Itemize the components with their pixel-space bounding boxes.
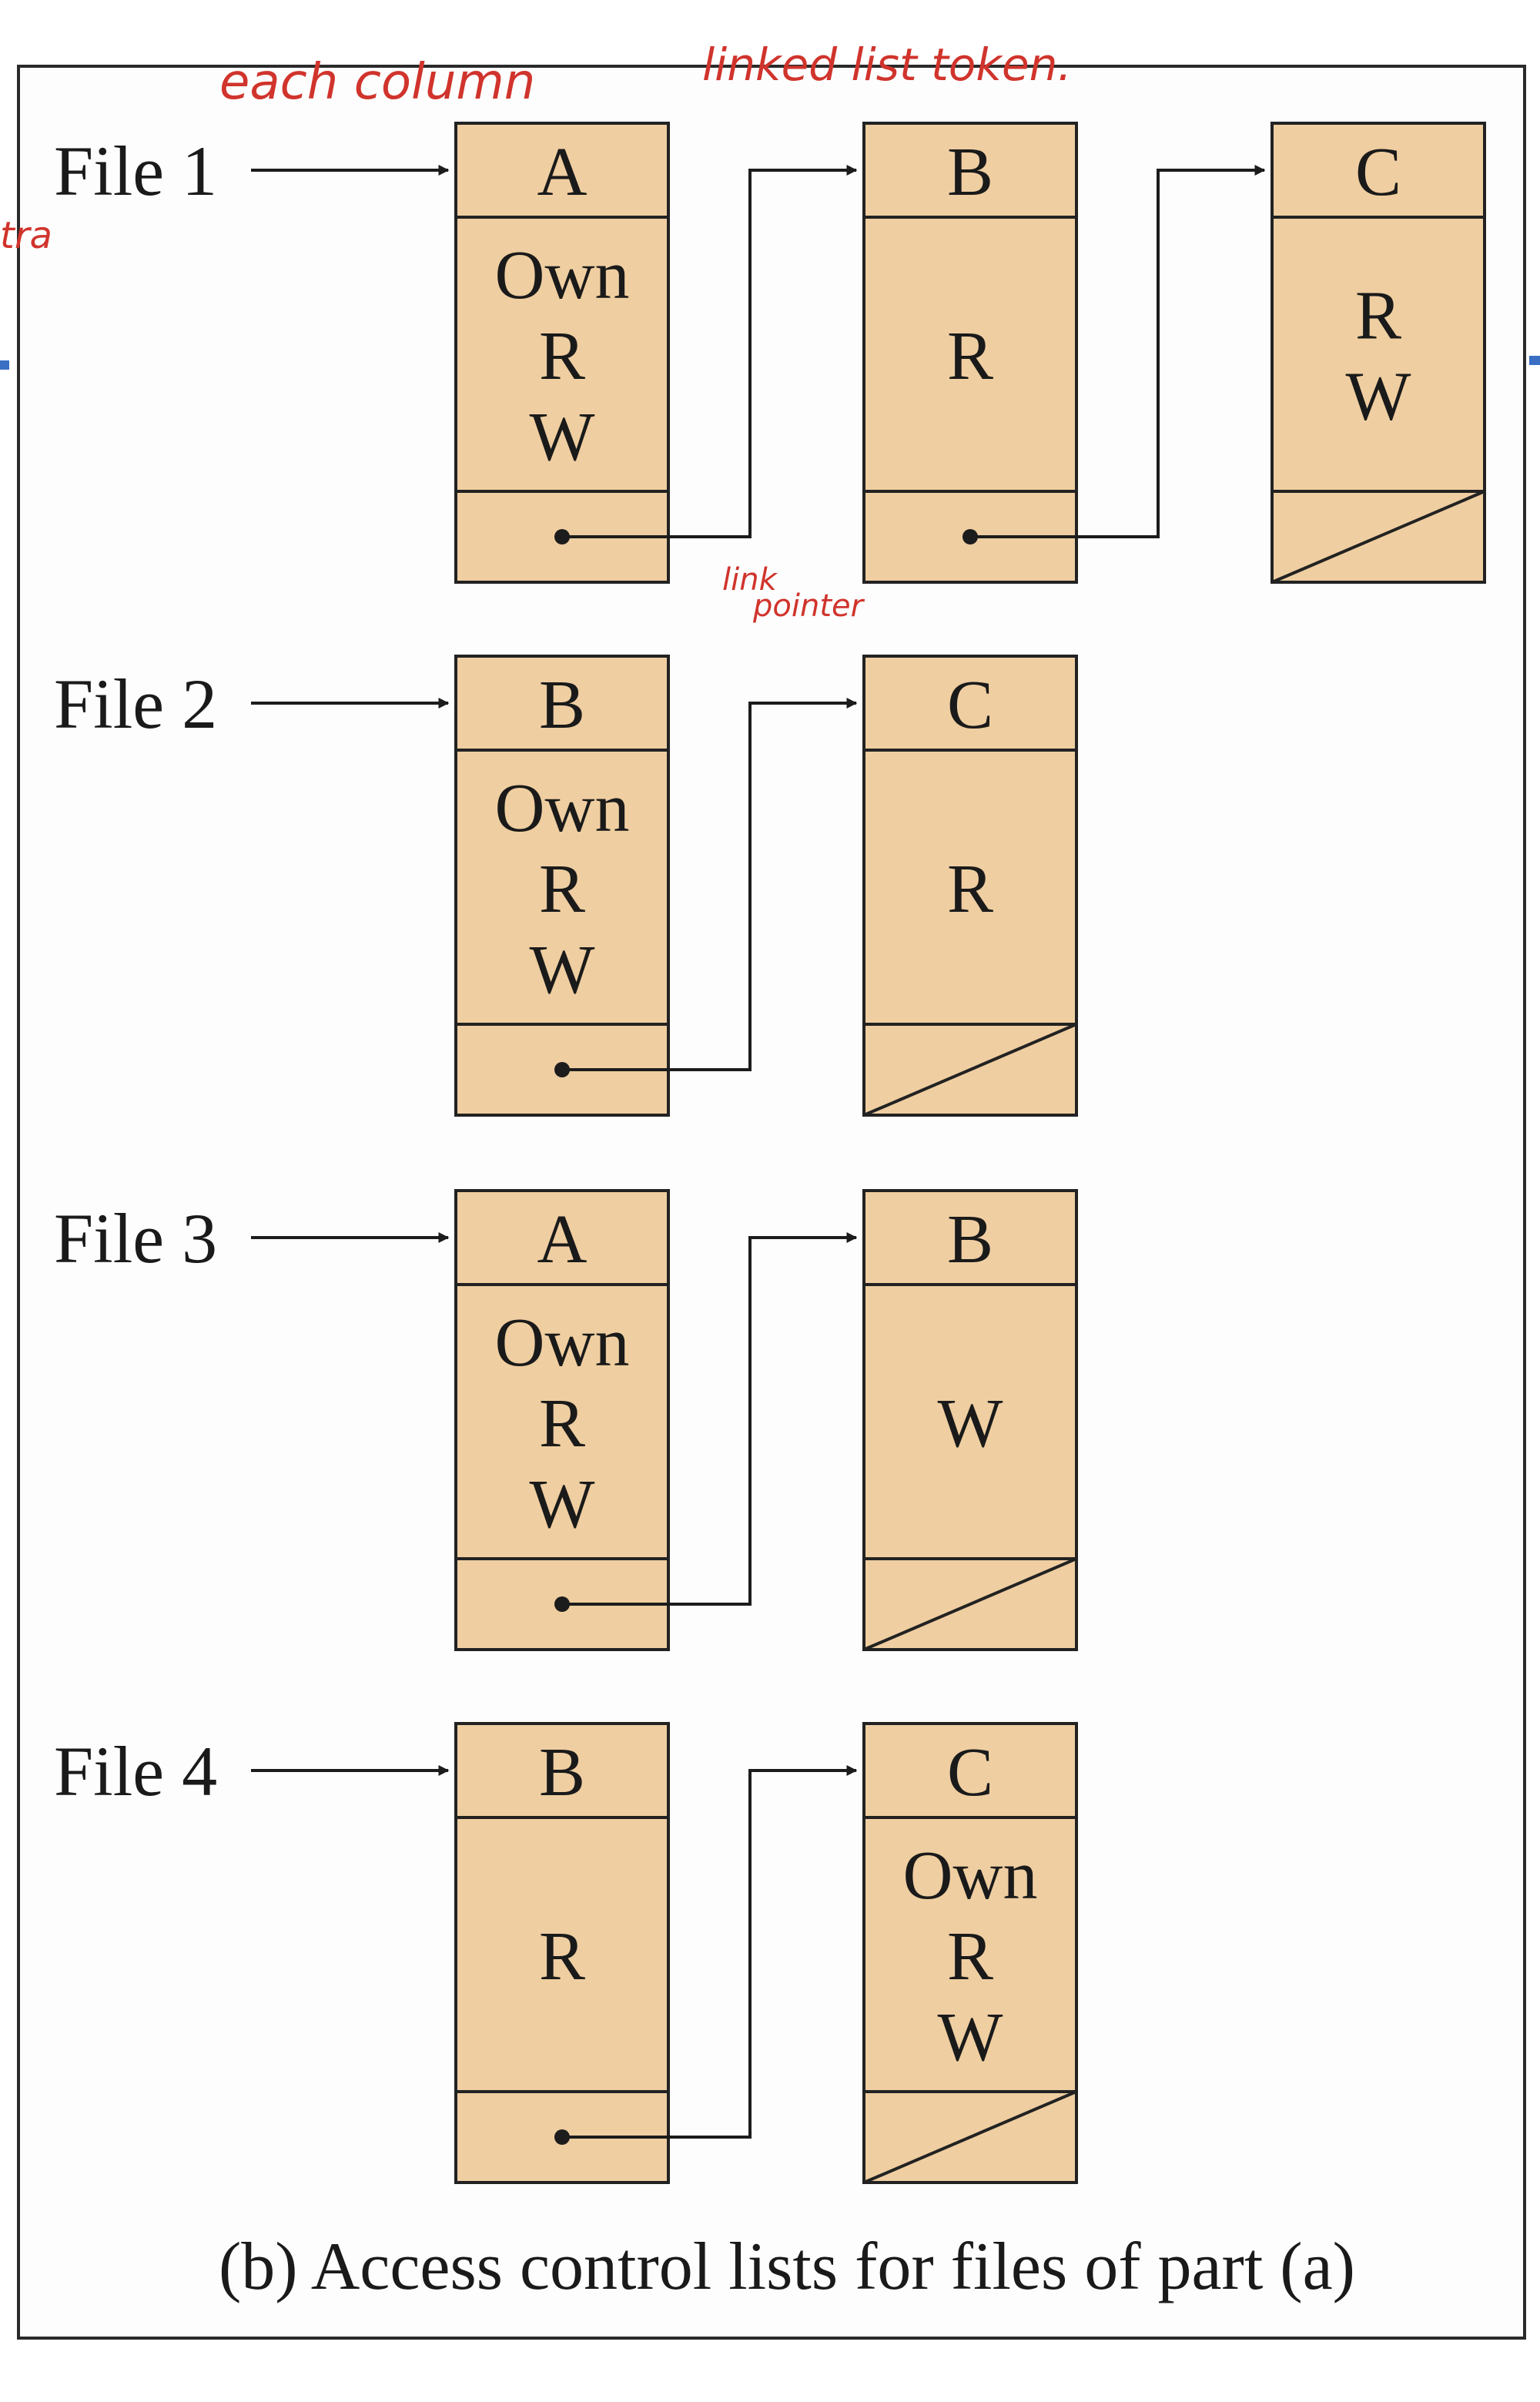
file-label: File 2 xyxy=(54,665,217,743)
node-right: Own xyxy=(903,1838,1038,1914)
node-user: B xyxy=(539,667,585,743)
node-user: B xyxy=(539,1734,585,1811)
node-right: R xyxy=(539,1385,585,1462)
acl-node: BR xyxy=(862,122,1266,584)
node-user: B xyxy=(947,134,993,210)
node-right: R xyxy=(539,851,585,927)
node-user: A xyxy=(537,134,588,210)
node-right: R xyxy=(947,851,993,927)
node-right: W xyxy=(938,1999,1003,2075)
acl-node-box xyxy=(454,1722,670,2184)
node-right: Own xyxy=(495,1305,630,1381)
acl-node: BR xyxy=(454,1722,858,2184)
annotation-edge-fragment: tra xyxy=(0,214,52,257)
node-user: C xyxy=(947,667,993,743)
acl-node-box xyxy=(454,122,670,584)
acl-node-box xyxy=(454,655,670,1117)
acl-node-box xyxy=(454,1189,670,1651)
node-right: R xyxy=(539,318,585,394)
null-pointer-slash xyxy=(1271,490,1485,584)
node-user: A xyxy=(537,1201,588,1278)
null-pointer-slash xyxy=(863,1023,1077,1117)
node-right: R xyxy=(539,1918,585,1995)
null-pointer-slash xyxy=(863,2090,1077,2184)
next-pointer-arrow xyxy=(970,165,1266,538)
next-pointer-arrow xyxy=(562,1232,858,1606)
acl-node: BW xyxy=(862,1189,1078,1651)
node-user: C xyxy=(947,1734,993,1811)
node-right: Own xyxy=(495,237,630,313)
acl-node: CR xyxy=(862,655,1078,1117)
node-right: W xyxy=(530,932,595,1008)
node-right: R xyxy=(947,1918,993,1995)
acl-node: CRW xyxy=(1270,122,1486,584)
left-edge-marker xyxy=(0,360,9,370)
annotation-each-column: each column xyxy=(219,54,535,111)
right-edge-marker xyxy=(1529,356,1540,365)
acl-node-box xyxy=(862,122,1078,584)
next-pointer-arrow xyxy=(562,165,858,538)
file-label: File 4 xyxy=(54,1732,217,1811)
annotation-link-line2: pointer xyxy=(752,588,865,624)
node-right: W xyxy=(530,399,595,475)
node-user: B xyxy=(947,1201,993,1278)
node-right: W xyxy=(938,1385,1003,1462)
node-right: Own xyxy=(495,770,630,846)
file-label: File 3 xyxy=(54,1199,217,1278)
annotation-link-line1: link xyxy=(722,562,778,598)
node-user: C xyxy=(1355,134,1401,210)
node-right: W xyxy=(1346,359,1411,435)
annotation-linked-list: linked list token. xyxy=(702,39,1072,91)
figure-caption: (b) Access control lists for files of pa… xyxy=(219,2229,1355,2304)
null-pointer-slash xyxy=(863,1557,1077,1651)
next-pointer-arrow xyxy=(562,1765,858,2139)
file-label: File 1 xyxy=(54,132,217,210)
node-right: R xyxy=(947,318,993,394)
next-pointer-arrow xyxy=(562,698,858,1071)
node-right: R xyxy=(1355,278,1401,354)
node-right: W xyxy=(530,1466,595,1543)
